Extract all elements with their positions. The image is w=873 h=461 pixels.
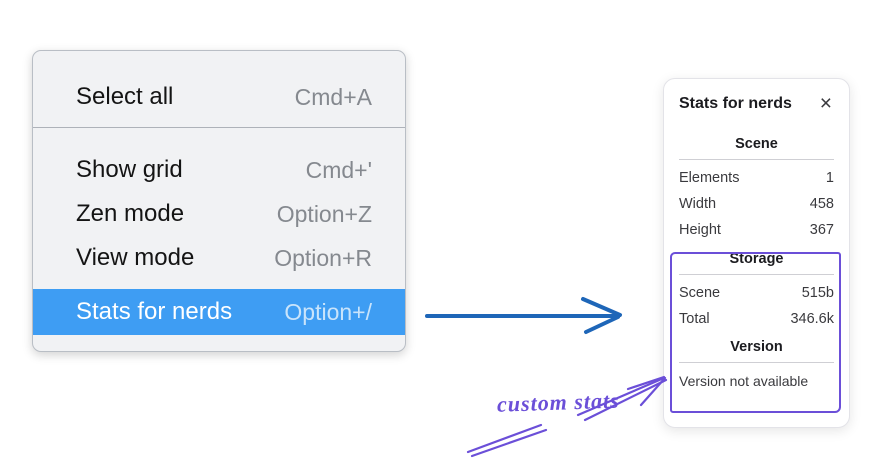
stat-value: 346.6k: [790, 311, 834, 327]
menu-item-select-all[interactable]: Select all Cmd+A: [33, 67, 405, 127]
stat-value: 515b: [801, 285, 834, 301]
stat-label: Height: [679, 222, 721, 238]
version-note: Version not available: [679, 373, 809, 389]
stat-value: 367: [809, 222, 834, 238]
stats-panel: Stats for nerds × Scene Elements 1 Width…: [663, 78, 850, 428]
menu-item-label: Select all: [76, 83, 174, 110]
section-divider: [679, 362, 834, 363]
annotation-arrow-drawing: [466, 375, 668, 458]
menu-item-stats-for-nerds[interactable]: Stats for nerds Option+/: [33, 289, 405, 335]
stat-label: Width: [679, 196, 717, 212]
menu-item-zen-mode[interactable]: Zen mode Option+Z: [33, 192, 405, 236]
blue-arrow-drawing: [425, 297, 622, 334]
menu-item-view-mode[interactable]: View mode Option+R: [33, 236, 405, 280]
menu-item-shortcut: Option+Z: [276, 200, 372, 227]
stats-panel-title: Stats for nerds: [679, 95, 792, 112]
stats-panel-header: Stats for nerds ×: [679, 92, 834, 116]
menu-item-label: Stats for nerds: [76, 298, 233, 325]
stat-value: 1: [825, 170, 834, 186]
stat-row-height: Height 367: [679, 222, 834, 238]
stat-value: 458: [809, 196, 834, 212]
menu-item-shortcut: Cmd+A: [294, 83, 372, 110]
menu-item-label: Show grid: [76, 156, 183, 183]
menu-item-shortcut: Option+/: [284, 298, 372, 325]
stats-section-scene: Scene Elements 1 Width 458 Height 367: [679, 136, 834, 238]
menu-item-shortcut: Option+R: [274, 244, 372, 271]
stat-label: Scene: [679, 285, 721, 301]
stats-section-version: Version Version not available: [679, 339, 834, 389]
context-menu: Select all Cmd+A Show grid Cmd+' Zen mod…: [32, 50, 406, 352]
close-icon[interactable]: ×: [819, 92, 832, 115]
stat-label: Elements: [679, 170, 740, 186]
section-divider: [679, 274, 834, 275]
menu-item-shortcut: Cmd+': [305, 156, 372, 183]
section-divider: [679, 159, 834, 160]
stat-row-width: Width 458: [679, 196, 834, 212]
menu-divider: [33, 127, 405, 128]
stat-label: Total: [679, 311, 710, 327]
menu-item-show-grid[interactable]: Show grid Cmd+': [33, 148, 405, 192]
section-heading: Version: [730, 339, 783, 355]
stats-section-storage: Storage Scene 515b Total 346.6k: [679, 251, 834, 327]
menu-item-label: Zen mode: [76, 200, 185, 227]
section-heading: Storage: [729, 251, 784, 267]
menu-item-label: View mode: [76, 244, 195, 271]
menu-spacer: [33, 128, 405, 148]
stat-row-total-storage: Total 346.6k: [679, 311, 834, 327]
stat-row-elements: Elements 1: [679, 170, 834, 186]
section-heading: Scene: [735, 136, 778, 152]
stat-row-scene-storage: Scene 515b: [679, 285, 834, 301]
